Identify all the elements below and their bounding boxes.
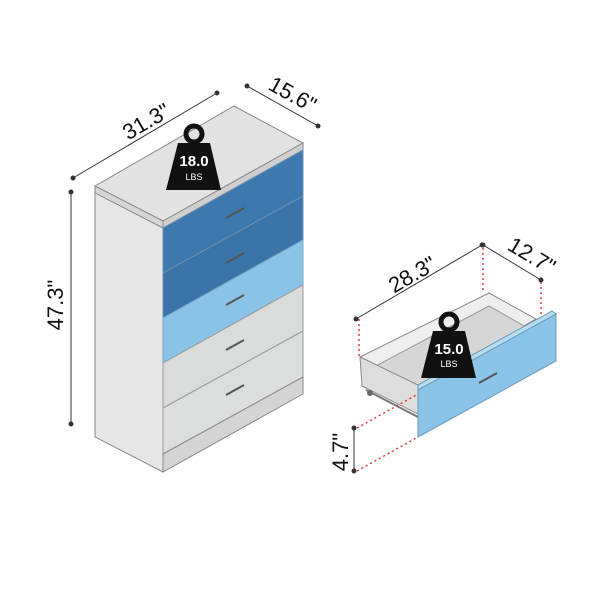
dresser-handles [225,207,245,396]
drawer-weight-unit: LBS [440,359,457,369]
drawer-weight-value: 15.0 [434,341,463,358]
width-dimension-line [72,92,218,179]
drawer-handle-2 [225,252,245,264]
dresser-dimension-lines [68,83,321,427]
dresser-weight-unit: LBS [185,172,202,182]
dresser-weight-value: 18.0 [179,153,208,170]
drawer-handle-3 [225,294,245,306]
drawer-width-label: 28.3" [384,251,440,298]
drawer-height-label: 4.7" [328,433,353,471]
drawer-top-height-guide [356,393,419,429]
dresser-base [162,376,304,473]
drawer-width-dimension-line [355,244,483,320]
depth-dimension-line [246,85,319,127]
dresser-side-panel [94,190,164,473]
dresser-width-label: 31.3" [118,98,174,145]
drawer-handle-5 [225,384,245,396]
drawer-weight-icon: 15.0 LBS [421,311,476,378]
dresser-depth-label: 15.6" [264,71,320,117]
drawer-handle-4 [225,339,245,351]
drawer-runner [365,389,419,418]
dresser [93,105,305,473]
drawer-bottom-height-guide [356,436,419,472]
drawer-dimension-lines [351,242,544,474]
drawer-front-handle [478,372,498,384]
drawer-handle-1 [225,207,245,219]
dresser-weight-icon: 18.0 LBS [166,123,221,190]
drawer-depth-dimension-line [482,244,542,281]
drawer-depth-label: 12.7" [504,232,560,280]
drawer-guide-lines [356,248,542,472]
dresser-height-label: 47.3" [43,280,68,331]
